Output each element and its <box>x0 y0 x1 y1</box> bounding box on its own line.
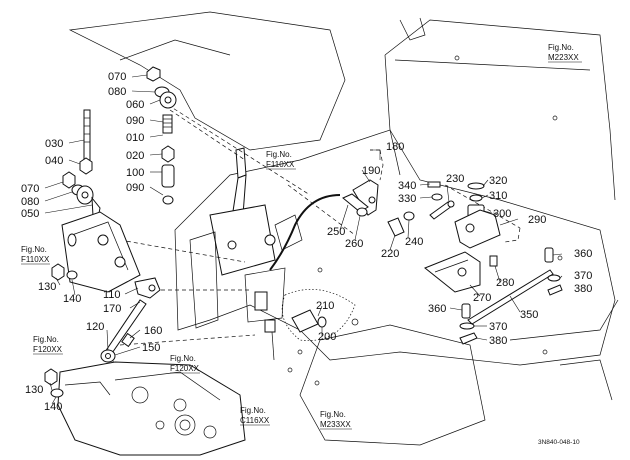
part-label: 160 <box>144 325 162 337</box>
part-label: 360 <box>428 303 446 315</box>
part-label: 170 <box>103 303 121 315</box>
part-label: 320 <box>489 175 507 187</box>
part-label: 030 <box>45 138 63 150</box>
part-label: 220 <box>381 248 399 260</box>
part-label: 310 <box>489 190 507 202</box>
part-label: 300 <box>493 208 511 220</box>
svg-text:F120XX: F120XX <box>170 364 200 373</box>
part-label: 380 <box>489 335 507 347</box>
part-label: 110 <box>103 289 121 301</box>
part-label: 140 <box>63 293 81 305</box>
part-label: 280 <box>496 277 514 289</box>
shift-lever-assembly <box>189 147 303 361</box>
diagram-code: 3N840-048-10 <box>538 439 580 446</box>
part-label: 070 <box>21 183 39 195</box>
svg-text:Fig.No.: Fig.No. <box>320 410 346 419</box>
part-label: 090 <box>126 115 144 127</box>
part-label: 290 <box>528 214 546 226</box>
fig-ref-m223xx: Fig.No. M223XX <box>548 43 582 63</box>
svg-text:F120XX: F120XX <box>33 345 63 354</box>
part-label: 070 <box>108 71 126 83</box>
part-label: 270 <box>473 292 491 304</box>
part-label: 060 <box>126 99 144 111</box>
part-label: 120 <box>86 321 104 333</box>
svg-text:Fig.No.: Fig.No. <box>548 43 574 52</box>
part-label: 080 <box>108 86 126 98</box>
part-label: 200 <box>318 331 336 343</box>
part-label: 350 <box>520 309 538 321</box>
fig-ref-f110xx-center: Fig.No. F110XX <box>266 150 296 170</box>
part-label: 130 <box>38 281 56 293</box>
group-bracket-180 <box>370 149 381 160</box>
part-label: 190 <box>362 165 380 177</box>
leader-lines <box>44 74 563 405</box>
svg-text:F110XX: F110XX <box>266 160 295 169</box>
svg-text:M233XX: M233XX <box>320 420 351 429</box>
part-label: 370 <box>489 321 507 333</box>
part-label: 340 <box>398 180 416 192</box>
svg-text:Fig.No.: Fig.No. <box>266 150 292 159</box>
svg-text:Fig.No.: Fig.No. <box>170 354 196 363</box>
part-label: 020 <box>126 150 144 162</box>
svg-text:M223XX: M223XX <box>548 53 579 62</box>
part-label: 130 <box>25 384 43 396</box>
part-label: 010 <box>126 132 144 144</box>
svg-text:C116XX: C116XX <box>240 416 270 425</box>
part-labels: 070 080 060 090 010 020 100 090 030 040 … <box>21 71 592 413</box>
right-linkage-assembly <box>291 179 563 345</box>
svg-text:F110XX: F110XX <box>21 255 50 264</box>
fig-ref-m233xx: Fig.No. M233XX <box>320 410 352 430</box>
part-label: 100 <box>126 167 144 179</box>
part-label: 140 <box>44 401 62 413</box>
part-label: 230 <box>446 173 464 185</box>
part-label: 370 <box>574 270 592 282</box>
svg-text:Fig.No.: Fig.No. <box>33 335 59 344</box>
figure-references: Fig.No. M223XX Fig.No. F110XX Fig.No. F1… <box>21 43 582 430</box>
fig-ref-f120xx-left: Fig.No. F120XX <box>33 335 63 355</box>
transmission-housing <box>44 361 246 456</box>
part-label: 080 <box>21 196 39 208</box>
part-label: 240 <box>405 236 423 248</box>
svg-text:Fig.No.: Fig.No. <box>21 245 47 254</box>
part-label: 360 <box>574 248 592 260</box>
part-label: 150 <box>142 342 160 354</box>
fig-ref-f120xx-center: Fig.No. F120XX <box>170 354 200 374</box>
part-label: 330 <box>398 193 416 205</box>
svg-text:Fig.No.: Fig.No. <box>240 406 266 415</box>
part-label: 380 <box>574 283 592 295</box>
part-label: 210 <box>316 300 334 312</box>
part-label: 250 <box>327 226 345 238</box>
left-rod-assembly <box>62 109 101 219</box>
part-label: 090 <box>126 182 144 194</box>
part-label: 260 <box>345 238 363 250</box>
left-bracket-linkage <box>51 211 161 363</box>
part-label: 040 <box>45 155 63 167</box>
fig-ref-c116xx: Fig.No. C116XX <box>240 406 270 426</box>
control-cable <box>269 194 341 271</box>
fig-ref-f110xx-left: Fig.No. F110XX <box>21 245 50 265</box>
part-label: 050 <box>21 208 39 220</box>
part-label: 180 <box>386 141 404 153</box>
